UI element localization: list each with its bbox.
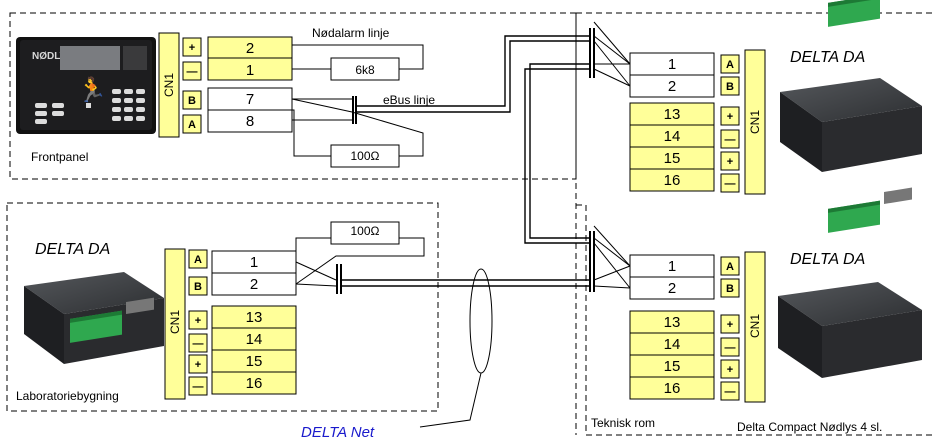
tek-bot-terminal-number: 1 <box>668 258 676 275</box>
labs-terminal-number: 1 <box>250 254 258 271</box>
laboratory-region <box>6 202 439 412</box>
tek-bot-connector: CN1 <box>744 251 766 403</box>
front-pins: + — B A <box>182 37 202 134</box>
tek-bot-wiring <box>593 225 631 289</box>
delta-net-marker <box>419 268 493 428</box>
tek-bot-pin-sign: — <box>725 342 736 354</box>
delta-da-device-bottom <box>778 187 922 378</box>
labs-caption: Laboratoriebygning <box>16 389 119 403</box>
labs-pin-sign: + <box>195 315 201 327</box>
labs-terminal-number: 13 <box>246 309 263 326</box>
labs-terminal-number: 15 <box>246 353 263 370</box>
teknisk-rom-caption: Teknisk rom <box>591 416 655 430</box>
tek-bot-pin-sign: B <box>726 283 734 295</box>
labs-pin-sign: — <box>193 381 204 393</box>
tek-bot-cn1-label: CN1 <box>748 314 762 338</box>
delta-net-label: DELTA Net <box>301 424 375 439</box>
labs-cn1-label: CN1 <box>168 310 182 334</box>
delta-da-device-top <box>780 0 922 172</box>
bus-cable <box>341 35 590 287</box>
labs-pin-sign: B <box>194 281 202 293</box>
front-panel-device: NØDLYS 🏃 <box>16 37 156 134</box>
tek-top-terminal-number: 15 <box>664 150 681 167</box>
resistor-100-label: 100Ω <box>351 149 380 163</box>
resistor-6k8-label: 6k8 <box>355 63 375 77</box>
labs-terminal-number: 16 <box>246 375 263 392</box>
frontpanel-region <box>9 12 577 180</box>
tek-top-pin-sign: A <box>726 59 734 71</box>
tek-top-wiring <box>593 21 631 87</box>
tek-bot-pin-sign: + <box>727 364 733 376</box>
frontpanel-caption: Frontpanel <box>31 150 88 164</box>
tek-bot-terminal-number: 16 <box>664 380 681 397</box>
front-terminal-number: 1 <box>246 62 254 79</box>
front-terminals: 2 1 7 8 <box>207 36 293 133</box>
tek-top-pin-sign: — <box>725 134 736 146</box>
emergency-exit-icon: 🏃 <box>77 76 107 104</box>
tek-top-terminal-number: 1 <box>668 56 676 73</box>
delta-da-device-labs <box>24 272 164 364</box>
tek-top-pin-sign: B <box>726 81 734 93</box>
front-pin-sign: — <box>187 66 198 78</box>
tek-top-terminals: 1 2 13 14 15 16 <box>629 52 715 192</box>
tek-top-pin-sign: — <box>725 178 736 190</box>
alarm-loop <box>292 44 424 81</box>
front-terminal-number: 7 <box>246 91 254 108</box>
labs-pin-sign: A <box>194 254 202 266</box>
tek-bot-pin-sign: — <box>725 386 736 398</box>
front-panel-brand: NØDLYS <box>32 51 73 62</box>
tek-bot-pins: A B + — + — <box>720 256 740 401</box>
tek-bot-title: DELTA DA <box>790 251 865 268</box>
footer-caption: Delta Compact Nødlys 4 sl. <box>737 420 882 434</box>
front-pin-sign: B <box>188 95 196 107</box>
tek-bot-terminal-number: 14 <box>664 336 681 353</box>
tek-top-pins: A B + — + — <box>720 54 740 193</box>
tek-top-terminal-number: 2 <box>668 78 676 95</box>
front-pin-sign: + <box>189 42 195 54</box>
tek-top-pin-sign: + <box>727 111 733 123</box>
tek-bot-terminal-number: 13 <box>664 314 681 331</box>
front-cn1-label: CN1 <box>162 73 176 97</box>
labs-pin-sign: — <box>193 338 204 350</box>
labs-connector: CN1 <box>164 248 186 400</box>
front-connector: CN1 <box>158 32 180 138</box>
tek-top-terminal-number: 13 <box>664 106 681 123</box>
alarm-line-label: Nødalarm linje <box>312 26 390 40</box>
labs-pins: A B + — + — <box>188 249 208 396</box>
labs-terminal-number: 2 <box>250 276 258 293</box>
front-pin-sign: A <box>188 119 196 131</box>
labs-pin-sign: + <box>195 359 201 371</box>
labs-resistor-label: 100Ω <box>351 224 380 238</box>
tek-top-connector: CN1 <box>744 49 766 195</box>
labs-wiring <box>295 221 425 294</box>
region-borders <box>6 12 935 436</box>
tek-bot-pin-sign: A <box>726 261 734 273</box>
front-terminal-number: 8 <box>246 113 254 130</box>
tek-top-terminal-number: 16 <box>664 172 681 189</box>
tek-bot-terminals: 1 2 13 14 15 16 <box>629 254 715 400</box>
cable-shields <box>589 28 595 292</box>
ebus-wiring <box>291 96 424 168</box>
tek-top-title: DELTA DA <box>790 49 865 66</box>
labs-terminals: 1 2 13 14 15 16 <box>211 250 297 395</box>
ebus-label: eBus linje <box>383 93 435 107</box>
tek-bot-terminal-number: 15 <box>664 358 681 375</box>
tek-bot-pin-sign: + <box>727 319 733 331</box>
tek-top-terminal-number: 14 <box>664 128 681 145</box>
tek-top-pin-sign: + <box>727 156 733 168</box>
labs-title: DELTA DA <box>35 241 110 258</box>
labs-terminal-number: 14 <box>246 331 263 348</box>
front-terminal-number: 2 <box>246 40 254 57</box>
tek-top-cn1-label: CN1 <box>748 110 762 134</box>
tek-bot-terminal-number: 2 <box>668 280 676 297</box>
